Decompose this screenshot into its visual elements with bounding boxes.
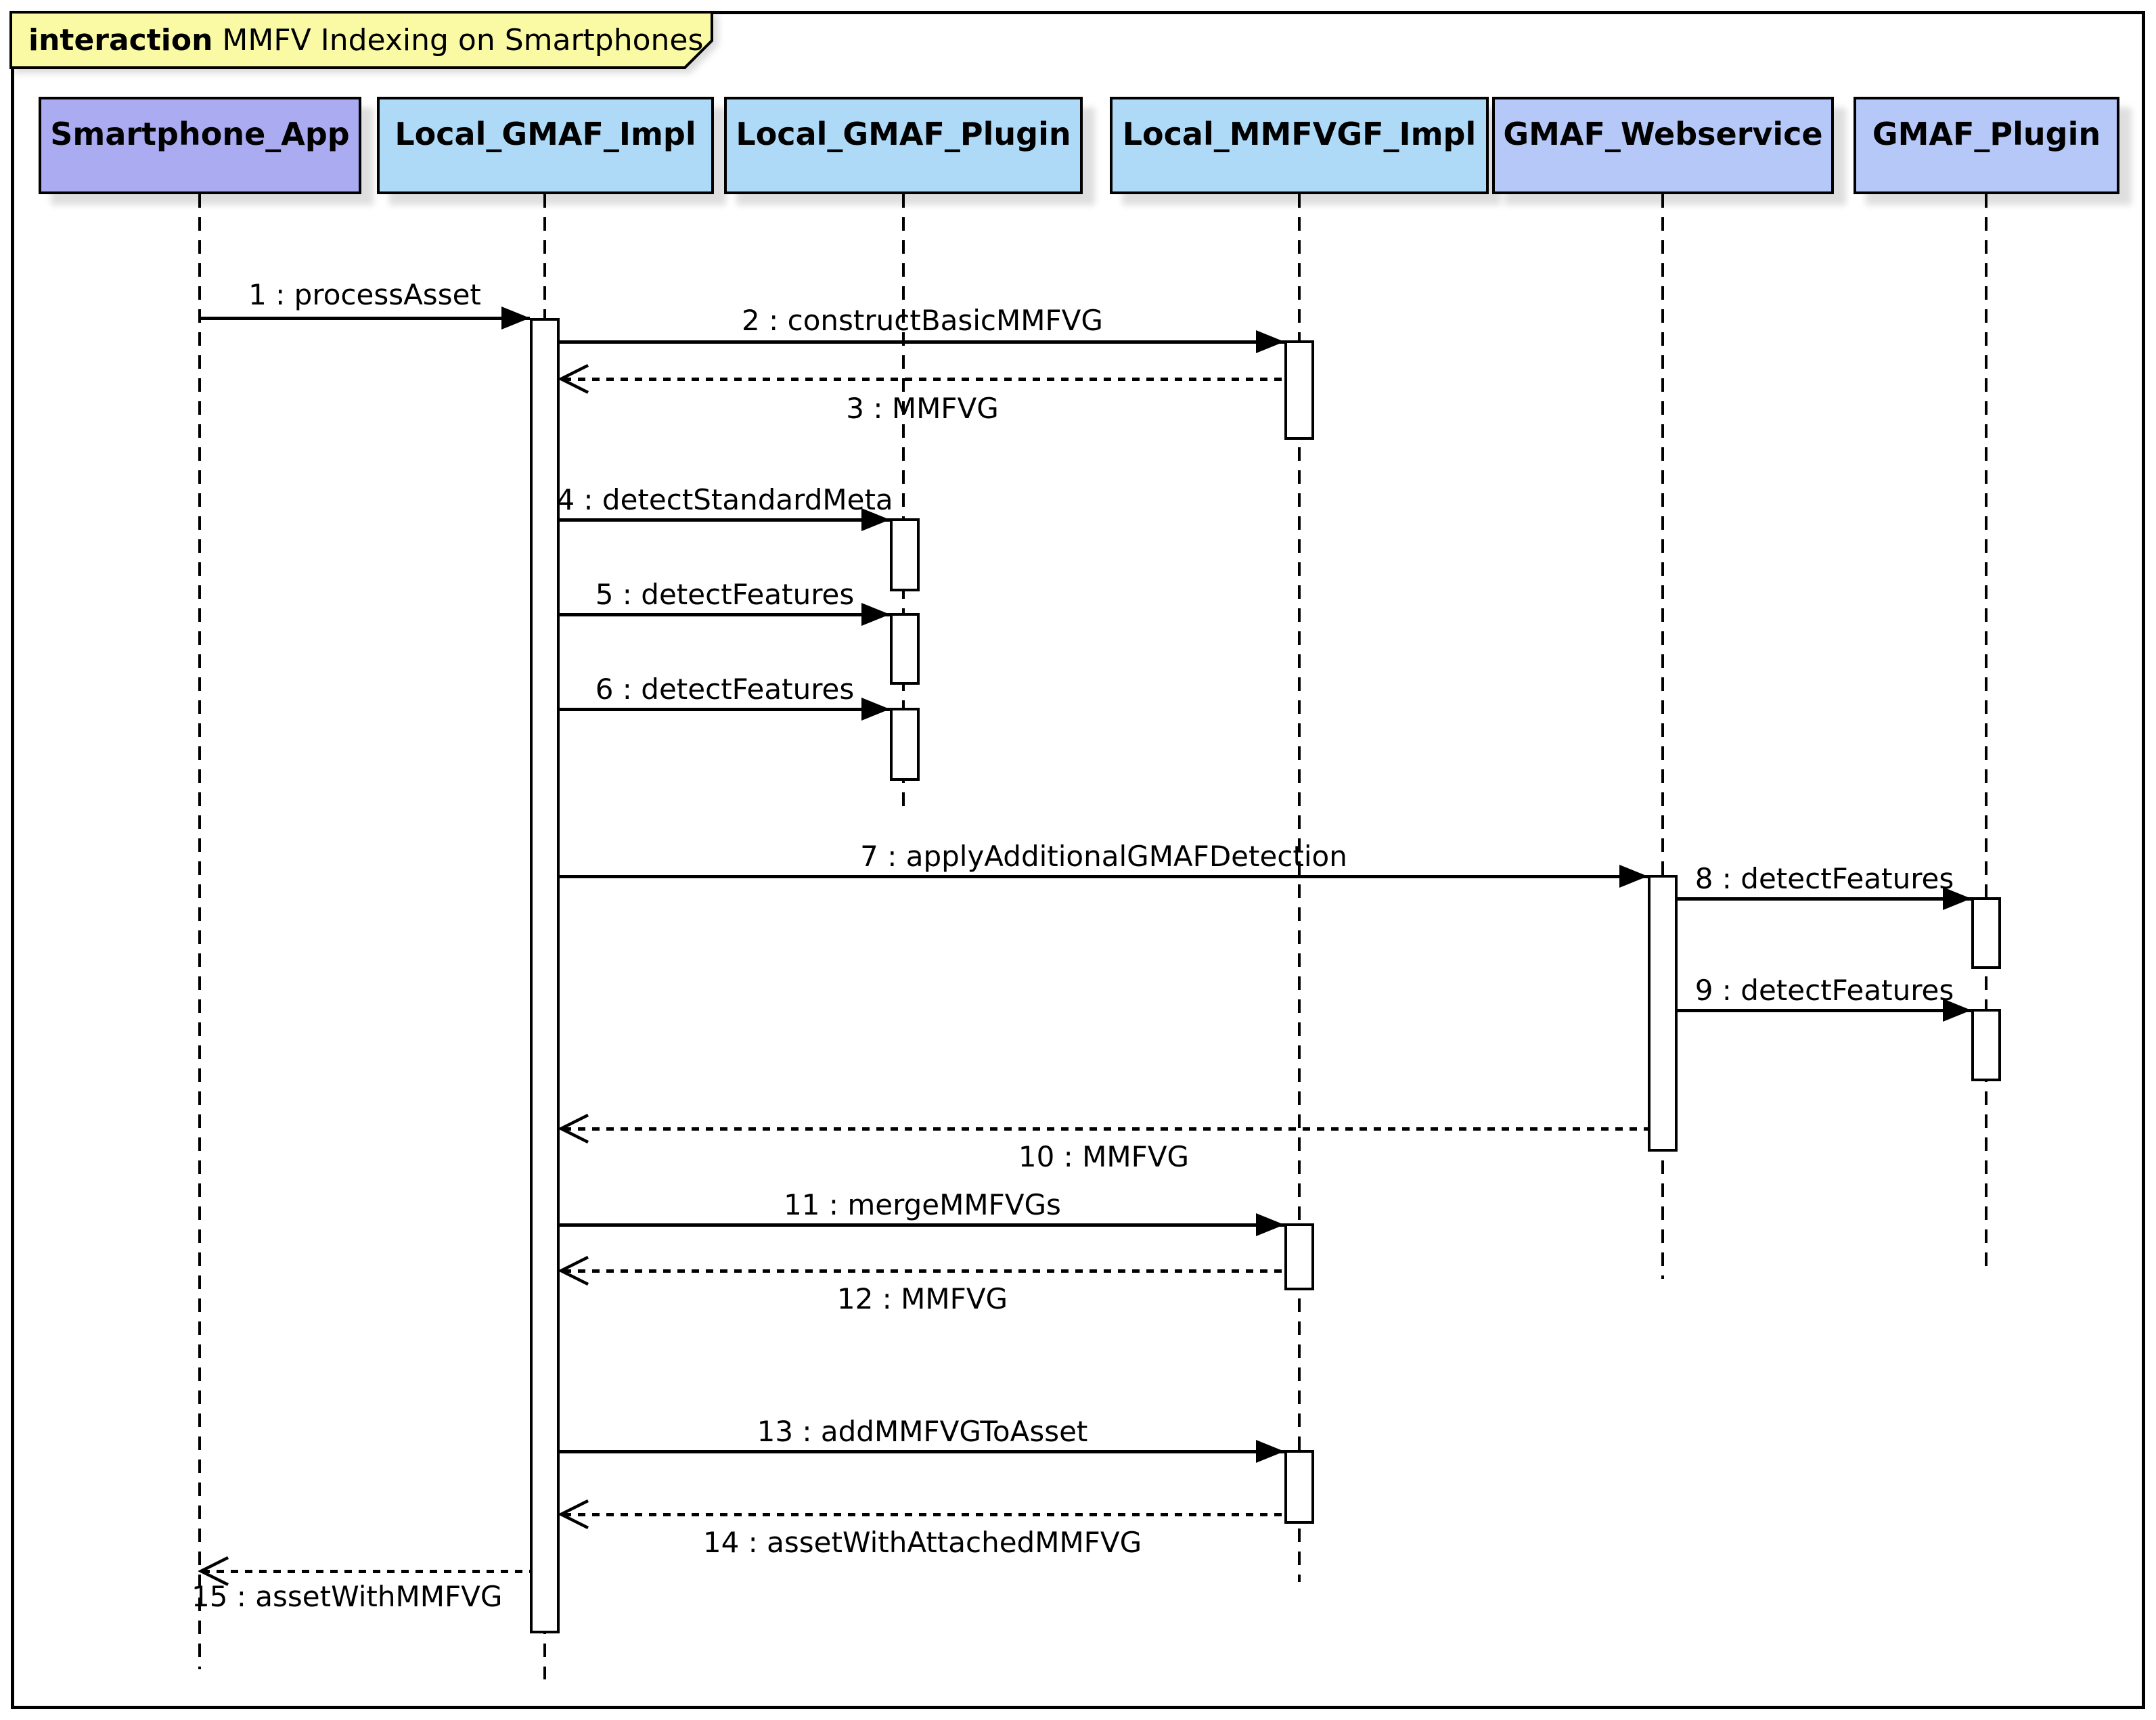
- message-11-arrowhead-icon: [1256, 1213, 1284, 1236]
- participant-gmaf-plugin: GMAF_Plugin: [1854, 97, 2119, 194]
- activation-mmfvgf-add: [1284, 1450, 1314, 1524]
- message-9-label: 9 : detectFeatures: [1694, 974, 1954, 1007]
- message-8-arrowhead-icon: [1943, 887, 1971, 910]
- message-15-label: 15 : assetWithMMFVG: [192, 1580, 503, 1613]
- participant-name: Smartphone_App: [50, 116, 350, 152]
- message-7-arrowhead-icon: [1619, 865, 1648, 888]
- message-6-line: [560, 708, 890, 711]
- lifeline-gmaf-plugin: [1985, 194, 1987, 1275]
- message-14-label: 14 : assetWithAttachedMMFVG: [702, 1526, 1142, 1559]
- message-14-line: [564, 1513, 1284, 1516]
- activation-gmaf-plugin-2: [1971, 1009, 2001, 1081]
- participant-name: GMAF_Plugin: [1872, 116, 2101, 152]
- participant-name: Local_MMFVGF_Impl: [1122, 116, 1477, 152]
- participant-name: Local_GMAF_Impl: [395, 116, 696, 152]
- activation-local-gmaf-impl: [530, 318, 560, 1633]
- participant-name: GMAF_Webservice: [1503, 116, 1823, 152]
- message-9-arrowhead-icon: [1943, 999, 1971, 1022]
- lifeline-smartphone-app: [198, 194, 201, 1669]
- message-13-label: 13 : addMMFVGToAsset: [757, 1415, 1088, 1448]
- message-9-line: [1678, 1009, 1971, 1012]
- diagram-frame: [11, 11, 2145, 1709]
- message-4-label: 4 : detectStandardMeta: [556, 483, 893, 516]
- message-2-label: 2 : constructBasicMMFVG: [742, 304, 1103, 337]
- message-2-line: [560, 340, 1284, 344]
- activation-plugin-detect-features-2: [890, 708, 920, 781]
- message-12-open-arrowhead-icon: [558, 1256, 589, 1286]
- message-5-label: 5 : detectFeatures: [595, 578, 855, 611]
- message-8-line: [1678, 897, 1971, 901]
- message-4-arrowhead-icon: [861, 508, 890, 531]
- participant-local-gmaf-plugin: Local_GMAF_Plugin: [724, 97, 1083, 194]
- message-4-line: [560, 518, 890, 522]
- message-11-line: [560, 1223, 1284, 1227]
- diagram-title: interaction MMFV Indexing on Smartphones: [28, 24, 703, 57]
- message-6-label: 6 : detectFeatures: [595, 673, 855, 706]
- participant-local-mmfvgf-impl: Local_MMFVGF_Impl: [1110, 97, 1489, 194]
- title-tab-shape: [9, 11, 713, 69]
- message-13-line: [560, 1450, 1284, 1453]
- message-15-open-arrowhead-icon: [198, 1556, 229, 1586]
- message-3-open-arrowhead-icon: [558, 364, 589, 394]
- message-5-arrowhead-icon: [861, 603, 890, 626]
- message-6-arrowhead-icon: [861, 698, 890, 721]
- message-10-label: 10 : MMFVG: [1018, 1140, 1190, 1173]
- title-tab: [9, 11, 713, 69]
- message-14-open-arrowhead-icon: [558, 1499, 589, 1529]
- message-10-open-arrowhead-icon: [558, 1114, 589, 1144]
- message-13-arrowhead-icon: [1256, 1440, 1284, 1463]
- message-2-arrowhead-icon: [1256, 330, 1284, 353]
- message-5-line: [560, 613, 890, 616]
- message-1-arrowhead-icon: [501, 307, 530, 330]
- message-10-line: [564, 1127, 1648, 1131]
- activation-mmfvgf-construct: [1284, 340, 1314, 440]
- activation-gmaf-webservice: [1648, 875, 1678, 1152]
- participant-local-gmaf-impl: Local_GMAF_Impl: [377, 97, 714, 194]
- activation-mmfvgf-merge: [1284, 1223, 1314, 1290]
- message-3-label: 3 : MMFVG: [846, 392, 999, 425]
- title-keyword: interaction: [28, 23, 213, 58]
- participant-name: Local_GMAF_Plugin: [736, 116, 1071, 152]
- participant-smartphone-app: Smartphone_App: [39, 97, 361, 194]
- message-8-label: 8 : detectFeatures: [1694, 862, 1954, 895]
- message-3-line: [564, 378, 1284, 381]
- lifeline-gmaf-webservice: [1661, 194, 1664, 1279]
- title-text: MMFV Indexing on Smartphones: [222, 23, 704, 58]
- message-1-label: 1 : processAsset: [248, 278, 481, 311]
- activation-gmaf-plugin-1: [1971, 897, 2001, 969]
- message-1-line: [200, 317, 530, 320]
- message-15-line: [202, 1570, 530, 1573]
- message-7-line: [560, 875, 1648, 878]
- lifeline-local-mmfvgf-impl: [1298, 194, 1301, 1582]
- message-12-line: [564, 1269, 1284, 1273]
- activation-plugin-detect-features-1: [890, 613, 920, 685]
- message-12-label: 12 : MMFVG: [836, 1282, 1008, 1315]
- message-7-label: 7 : applyAdditionalGMAFDetection: [860, 840, 1347, 873]
- message-11-label: 11 : mergeMMFVGs: [784, 1188, 1061, 1221]
- activation-plugin-detect-meta: [890, 518, 920, 591]
- lifeline-local-gmaf-plugin: [902, 194, 905, 809]
- participant-gmaf-webservice: GMAF_Webservice: [1492, 97, 1834, 194]
